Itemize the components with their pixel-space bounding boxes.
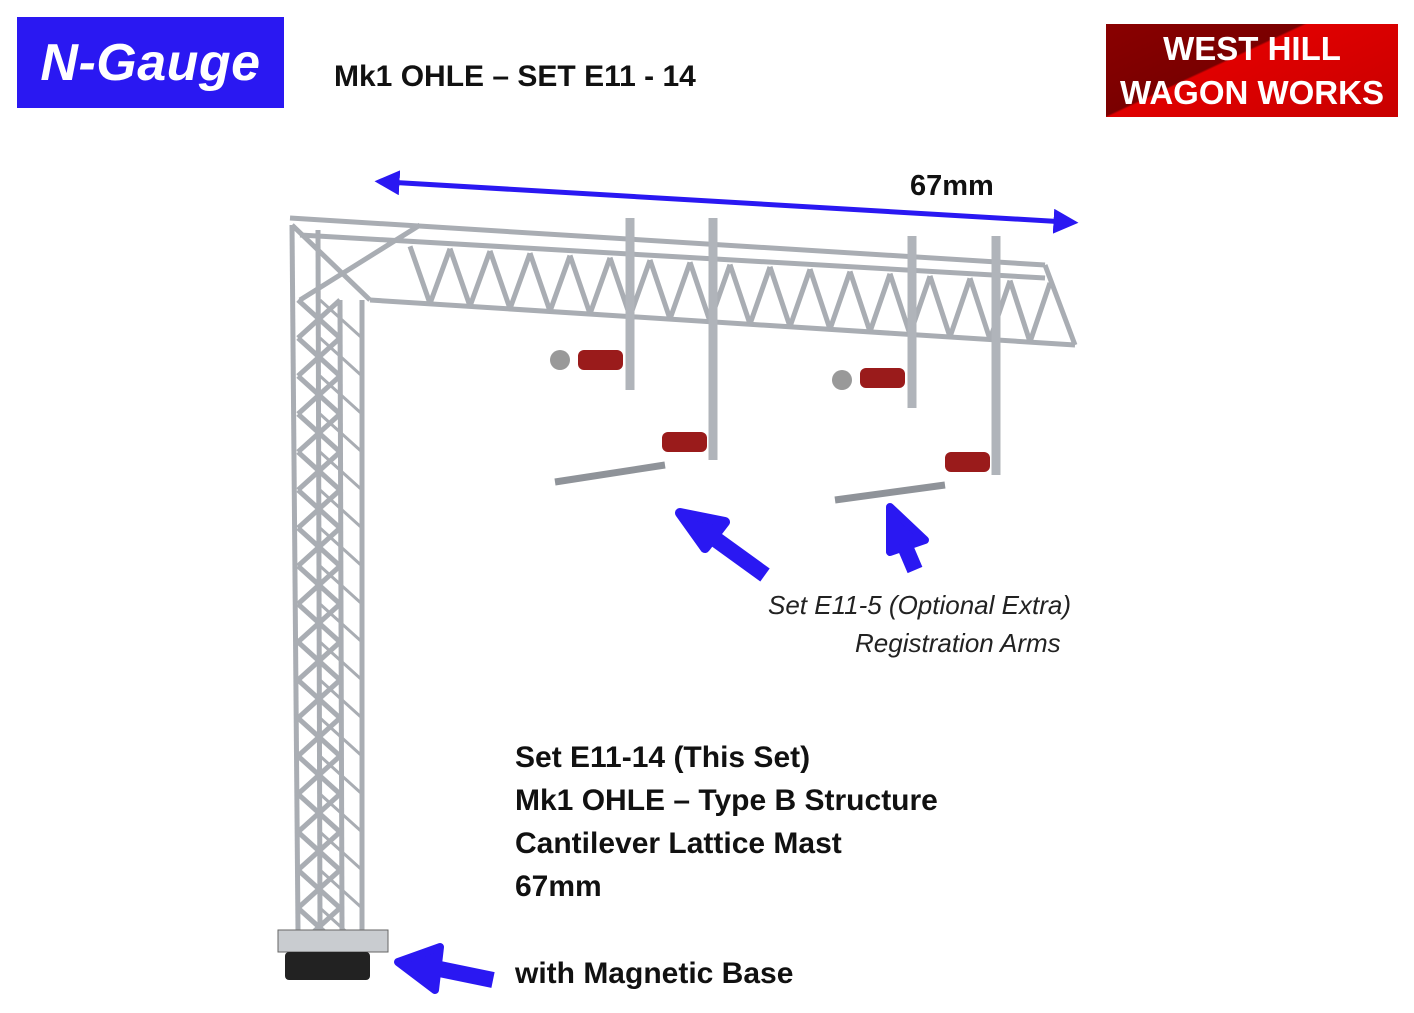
boom-lattice xyxy=(947,277,973,338)
boom-lattice xyxy=(887,272,913,336)
mast-brace xyxy=(296,792,342,834)
mast-brace xyxy=(296,488,342,530)
insulator xyxy=(662,432,707,452)
mast-brace xyxy=(296,602,342,644)
mast-brace xyxy=(318,336,364,378)
droppers-and-insulators xyxy=(550,218,1001,504)
mast-brace xyxy=(318,526,364,568)
boom-lattice xyxy=(567,254,593,315)
boom-lattice xyxy=(967,277,993,341)
description-line-2: Mk1 OHLE – Type B Structure xyxy=(515,784,938,817)
boom-lattice xyxy=(667,261,693,320)
boom-lattice xyxy=(827,270,853,330)
base-note: with Magnetic Base xyxy=(515,957,794,990)
mast-brace xyxy=(318,678,364,720)
cable-clamp xyxy=(832,370,852,390)
boom-lattice xyxy=(407,245,433,305)
magnetic-base xyxy=(277,929,389,980)
boom-lattice xyxy=(647,259,673,320)
optional-caption-line-1: Set E11-5 (Optional Extra) xyxy=(768,590,1071,620)
mast-brace xyxy=(318,792,364,834)
mast-brace xyxy=(296,336,342,378)
mast-brace xyxy=(318,450,364,492)
optional-caption-line-2: Registration Arms xyxy=(855,628,1061,658)
brand-logo: WEST HILL WAGON WORKS xyxy=(1106,24,1398,117)
dimension-arrow xyxy=(374,170,1079,234)
logo-line-1: WEST HILL xyxy=(1163,29,1341,67)
n-gauge-badge: N-Gauge xyxy=(17,17,284,108)
mast-brace xyxy=(296,754,342,796)
boom-lattice xyxy=(767,265,793,328)
boom-lattice xyxy=(747,266,773,325)
cable-clamp xyxy=(550,350,570,370)
mast-brace xyxy=(296,298,342,340)
mast-brace xyxy=(318,412,364,454)
mast-brace xyxy=(296,526,342,568)
mast-brace xyxy=(296,412,342,454)
mast-brace xyxy=(296,450,342,492)
boom-lattice xyxy=(467,250,493,307)
mast-brace xyxy=(318,830,364,872)
mast-brace xyxy=(318,564,364,606)
boom-lattice xyxy=(787,268,813,328)
mast-knee-brace xyxy=(298,222,422,303)
boom-lattice xyxy=(447,247,473,307)
boom-lattice xyxy=(1027,282,1053,343)
registration-arm xyxy=(834,481,946,504)
mast-brace xyxy=(296,678,342,720)
mast-leg xyxy=(289,224,301,931)
mast-brace xyxy=(318,640,364,682)
pointer-arrow-right-arm xyxy=(886,503,929,574)
boom-lattice xyxy=(507,252,533,310)
mast-brace xyxy=(318,488,364,530)
mast-leg xyxy=(315,229,323,931)
boom-lattice xyxy=(587,257,613,315)
insulator xyxy=(578,350,623,370)
mast-brace xyxy=(296,640,342,682)
description-line-4: 67mm xyxy=(515,870,602,903)
boom-lattice xyxy=(727,263,753,325)
boom-lattice xyxy=(927,275,953,338)
mast-brace xyxy=(318,716,364,758)
mast-brace xyxy=(318,602,364,644)
insulator xyxy=(860,368,905,388)
lattice-mast xyxy=(289,222,422,948)
dimension-label: 67mm xyxy=(910,170,994,202)
boom-lattice xyxy=(547,254,573,313)
boom-top-chord xyxy=(299,232,1046,281)
mast-brace xyxy=(318,374,364,416)
boom-lattice xyxy=(1007,279,1033,343)
mast-brace xyxy=(318,754,364,796)
mast-brace xyxy=(318,298,364,340)
mast-brace xyxy=(296,716,342,758)
boom-lattice xyxy=(527,252,553,313)
description-line-1: Set E11-14 (This Set) xyxy=(515,741,811,774)
page-title: Mk1 OHLE – SET E11 - 14 xyxy=(334,60,696,93)
mast-leg xyxy=(337,299,345,931)
boom-lattice xyxy=(687,261,713,323)
boom-lattice xyxy=(427,247,453,305)
logo-line-2: WAGON WORKS xyxy=(1120,73,1384,111)
boom-lattice xyxy=(487,250,513,310)
insulator xyxy=(945,452,990,472)
registration-arm xyxy=(554,461,666,486)
lattice-boom xyxy=(289,215,1078,348)
mast-brace xyxy=(296,830,342,872)
boom-bottom-chord xyxy=(369,297,1076,348)
pointer-arrow-left-arm xyxy=(675,508,770,582)
description-line-3: Cantilever Lattice Mast xyxy=(515,827,842,860)
boom-end xyxy=(1042,264,1078,346)
pointer-arrow-base xyxy=(394,943,495,994)
mast-brace xyxy=(296,868,342,910)
mast-brace xyxy=(296,374,342,416)
boom-lattice xyxy=(867,273,893,333)
mast-brace xyxy=(296,564,342,606)
boom-lattice xyxy=(807,268,833,330)
mast-brace xyxy=(318,868,364,910)
boom-lattice xyxy=(847,270,873,333)
